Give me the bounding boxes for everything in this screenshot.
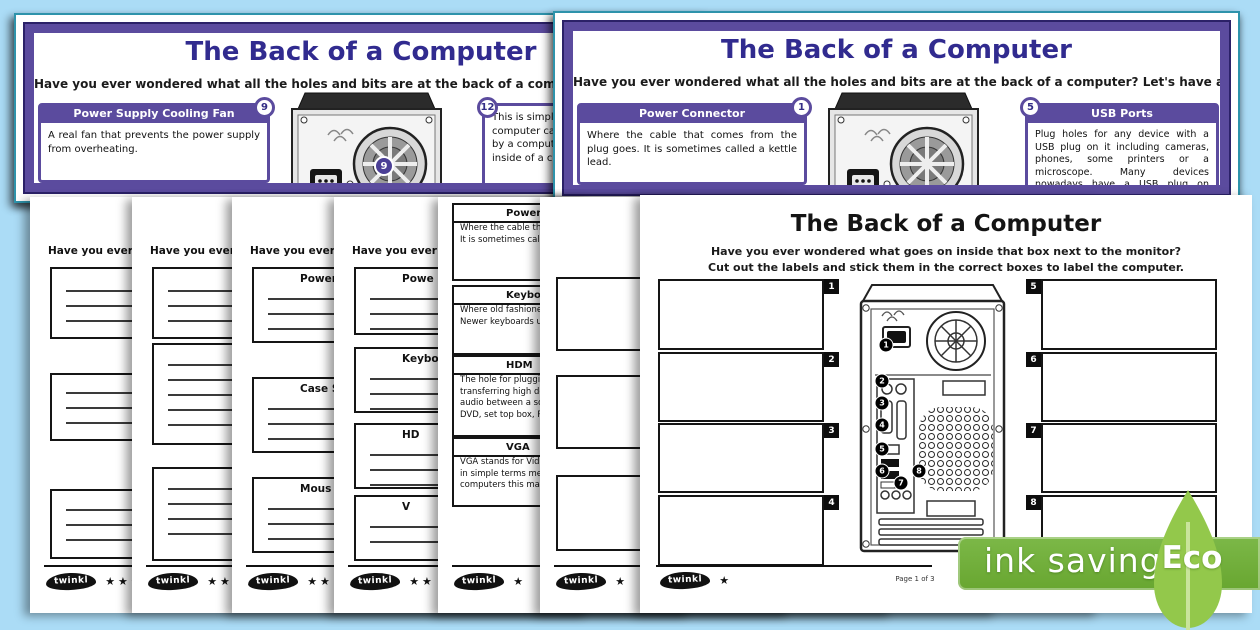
- page-subtitle-line1: Have you ever wondered what goes on insi…: [710, 245, 1182, 258]
- card-body: Where the cable that comes from the plug…: [587, 130, 797, 168]
- box-number-tag: 7: [1026, 423, 1041, 438]
- subtitle-fragment: Have you ever wo: [48, 245, 154, 257]
- star-rating: ★★: [307, 575, 333, 588]
- label-box-4: 4: [658, 495, 839, 566]
- page-subtitle-line2: Cut out the labels and stick them in the…: [708, 261, 1184, 274]
- tower-badge-2: 2: [874, 373, 890, 389]
- page-title: The Back of a Computer: [790, 211, 1102, 237]
- purple-frame: The Back of a Computer Have you ever won…: [23, 22, 699, 194]
- star-rating: ★: [615, 575, 629, 588]
- card-heading: USB Ports: [1027, 105, 1217, 123]
- tower-badge-3: 3: [874, 395, 890, 411]
- card-number-badge: 9: [254, 97, 275, 118]
- label-box-6: 6: [1026, 352, 1217, 422]
- tower-badge-4: 4: [874, 417, 890, 433]
- star-rating: ★: [719, 574, 733, 587]
- star-rating: ★: [513, 575, 527, 588]
- tower-badge-5: 5: [874, 441, 890, 457]
- label-card-power-connector: Power Connector 1 Where the cable that c…: [577, 97, 812, 185]
- box-heading-fragment: Powe: [402, 273, 434, 285]
- twinkl-logo: twinkl: [45, 572, 97, 591]
- card-body: Plug holes for any device with a USB plu…: [1035, 129, 1209, 190]
- card-heading: Power Connector: [579, 105, 805, 123]
- card-number-badge: 5: [1020, 97, 1041, 118]
- box-heading-fragment: Keyboa: [402, 353, 446, 365]
- card-body: A real fan that prevents the power suppl…: [48, 130, 260, 155]
- label-box-5: 5: [1026, 279, 1217, 350]
- label-box-1: 1: [658, 279, 839, 350]
- box-heading-fragment: Mous: [300, 483, 332, 495]
- tower-badge-8: 8: [911, 463, 927, 479]
- twinkl-logo: twinkl: [349, 572, 401, 591]
- label-box-2: 2: [658, 352, 839, 422]
- box-number-tag: 5: [1026, 279, 1041, 294]
- card-heading: Power Supply Cooling Fan: [40, 105, 268, 123]
- ink-saving-label: ink saving: [984, 541, 1162, 580]
- card-number-badge: 1: [791, 97, 812, 118]
- box-number-tag: 6: [1026, 352, 1041, 367]
- box-number-tag: 1: [824, 279, 839, 294]
- twinkl-logo: twinkl: [659, 571, 711, 590]
- eco-leaf-icon: [1148, 488, 1228, 630]
- box-number-tag: 2: [824, 352, 839, 367]
- computer-tower-illustration: 1 2 3 4 5 6 7 8: [855, 279, 1010, 559]
- fan-number-badge: 9: [374, 156, 394, 176]
- page-number: Page 1 of 3: [895, 575, 935, 583]
- label-card-power-supply-cooling-fan: Power Supply Cooling Fan 9 A real fan th…: [38, 97, 275, 183]
- tower-badge-1: 1: [878, 337, 894, 353]
- card-body: This is simply computer case t by a comp…: [492, 112, 575, 164]
- twinkl-logo: twinkl: [247, 572, 299, 591]
- subtitle-fragment: Have you ever wo: [352, 245, 458, 257]
- box-number-tag: 8: [1026, 495, 1041, 510]
- label-card-usb-ports: USB Ports 5 Plug holes for any device wi…: [1020, 97, 1219, 190]
- twinkl-logo: twinkl: [555, 572, 607, 591]
- purple-frame: The Back of a Computer Have you ever won…: [562, 20, 1231, 196]
- subtitle-fragment: Have you ever w: [250, 245, 349, 257]
- power-supply-illustration: 9: [284, 89, 449, 183]
- worksheet-title: The Back of a Computer: [185, 37, 537, 67]
- footer-divider: [656, 565, 932, 567]
- label-box-7: 7: [1026, 423, 1217, 493]
- tower-badge-7: 7: [893, 475, 909, 491]
- star-rating: ★★★: [105, 575, 144, 588]
- box-number-tag: 4: [824, 495, 839, 510]
- power-supply-illustration: 1: [821, 89, 986, 194]
- box-heading-fragment: HD: [402, 429, 420, 441]
- worksheet-subtitle: Have you ever wondered what all the hole…: [573, 75, 1229, 89]
- worksheet-subtitle: Have you ever wondered what all the hole…: [34, 77, 697, 91]
- worksheet-title: The Back of a Computer: [721, 35, 1072, 65]
- card-number-badge: 12: [477, 97, 498, 118]
- label-box-3: 3: [658, 423, 839, 493]
- twinkl-logo: twinkl: [147, 572, 199, 591]
- worksheet-power-connector-usb: The Back of a Computer Have you ever won…: [553, 11, 1240, 205]
- socket-number-badge: 1: [835, 185, 855, 194]
- box-heading-fragment: V: [402, 501, 411, 513]
- box-number-tag: 3: [824, 423, 839, 438]
- twinkl-logo: twinkl: [453, 572, 505, 591]
- subtitle-fragment: Have you ever wo: [150, 245, 256, 257]
- eco-label: Eco: [1161, 540, 1223, 576]
- star-rating: ★★: [409, 575, 435, 588]
- tower-badge-6: 6: [874, 463, 890, 479]
